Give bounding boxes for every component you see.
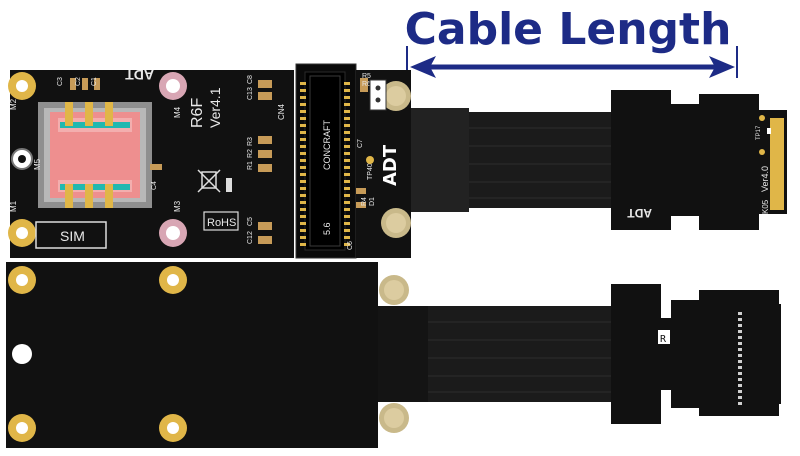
m2-connector-end-bottom: R [611,284,781,424]
board-brand-logo: ADT [125,67,154,83]
weee-bin-icon [197,169,221,193]
connector-ref: CN4 [277,103,286,120]
part-label-r4: R4 [361,197,368,206]
part-label-c6: C6 [347,241,354,250]
m2-connector-end-top: ADT Ver4.0 K05 TP17 [611,90,787,230]
mount-label-m2: M2 [9,98,18,110]
board-version: Ver4.1 [207,87,223,128]
cable-length-arrow [406,46,738,78]
mount-label-m3: M3 [173,200,182,212]
part-label-c4: C4 [151,181,158,190]
sim-card-holder [38,102,152,208]
part-label-d1: D1 [369,197,376,206]
cable-length-heading: Cable Length [405,4,732,55]
mini-pcie-adapter-board-top: SIM ADT R6F Ver4.1 RoHS [8,63,411,259]
part-label-r6: R6 [362,81,371,88]
connector-brand: CONCRAFT [322,120,332,170]
ribbon-cable-top [411,108,611,212]
rohs-mark: RoHS [207,217,236,229]
part-label-56: 5.6 [322,222,332,235]
part-label-c12: C12 [247,231,254,244]
sim-label: SIM [60,228,85,244]
mount-label-m1: M1 [9,200,18,212]
bottom-gold-pin-row [738,312,742,405]
slot-gold-pins [300,82,350,246]
part-label-c7: C7 [357,139,364,148]
cable-brand-logo: ADT [627,206,652,220]
part-label-c2: C2 [75,77,82,86]
part-label-r3: R3 [247,137,254,146]
cable-version: Ver4.0 [760,166,770,192]
mini-pcie-adapter-board-bottom [6,262,428,448]
bottom-board-label: R [660,334,667,345]
board-brand-side: ADT [380,144,401,186]
part-label-r1: R1 [247,161,254,170]
cable-tp-label: TP17 [756,125,762,140]
part-label-tp40: TP40 [367,163,374,180]
ribbon-cable-bottom [428,306,611,402]
part-label-r5: R5 [362,73,371,80]
board-model: R6F [189,98,206,128]
mount-label-m4: M4 [173,106,182,118]
mount-label-m5: M5 [33,158,42,170]
part-label-c8: C8 [247,75,254,84]
part-label-r2: R2 [247,149,254,158]
part-label-c5: C5 [247,217,254,226]
part-label-c13: C13 [247,87,254,100]
cable-code: K05 [761,199,770,214]
m2-gold-fingers [770,118,784,210]
part-label-c1: C1 [91,77,98,86]
part-label-c3: C3 [57,77,64,86]
